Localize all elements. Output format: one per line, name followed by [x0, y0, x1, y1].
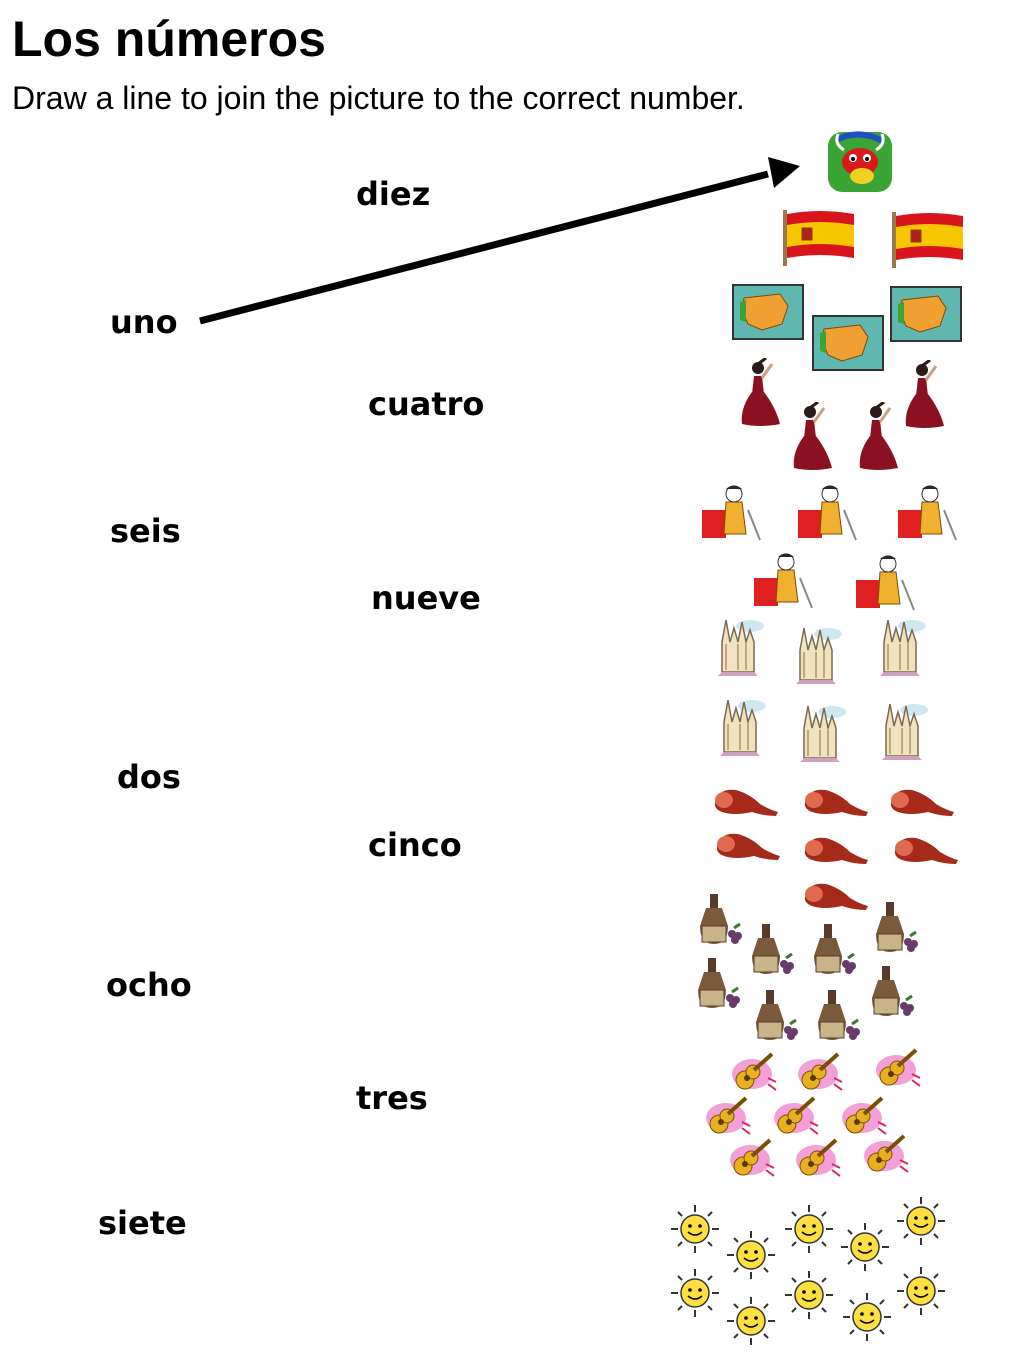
sun-icon[interactable]	[726, 1296, 776, 1346]
sun-icon[interactable]	[896, 1196, 946, 1246]
guitar-icon[interactable]	[728, 1136, 776, 1180]
sun-icon[interactable]	[670, 1268, 720, 1318]
word-nueve[interactable]: nueve	[371, 579, 481, 617]
sagrada-familia-icon[interactable]	[714, 694, 770, 758]
word-siete[interactable]: siete	[98, 1204, 187, 1242]
bullfighter-icon[interactable]	[750, 550, 818, 614]
sagrada-familia-icon[interactable]	[794, 700, 850, 764]
spanish-flag-icon[interactable]	[888, 210, 968, 270]
instructions: Draw a line to join the picture to the c…	[12, 80, 745, 116]
guitar-icon[interactable]	[862, 1132, 910, 1176]
guitar-icon[interactable]	[794, 1136, 842, 1180]
word-seis[interactable]: seis	[110, 512, 181, 550]
wine-bottle-icon[interactable]	[698, 892, 748, 948]
bullfighter-icon[interactable]	[852, 552, 920, 616]
word-uno[interactable]: uno	[110, 303, 178, 341]
bullfighter-icon[interactable]	[698, 482, 766, 546]
ham-icon[interactable]	[800, 880, 870, 914]
sun-icon[interactable]	[726, 1230, 776, 1280]
wine-bottle-icon[interactable]	[874, 900, 924, 956]
word-diez[interactable]: diez	[356, 175, 431, 213]
sagrada-familia-icon[interactable]	[874, 614, 930, 678]
ham-icon[interactable]	[890, 834, 960, 868]
flamenco-dancer-icon[interactable]	[788, 402, 836, 472]
guitar-icon[interactable]	[796, 1050, 844, 1094]
word-ocho[interactable]: ocho	[106, 966, 192, 1004]
wine-bottle-icon[interactable]	[696, 956, 746, 1012]
map-of-spain-icon[interactable]	[732, 284, 804, 340]
bull-icon[interactable]	[826, 130, 894, 194]
sun-icon[interactable]	[670, 1204, 720, 1254]
word-cuatro[interactable]: cuatro	[368, 385, 485, 423]
word-tres[interactable]: tres	[356, 1079, 428, 1117]
wine-bottle-icon[interactable]	[816, 988, 866, 1044]
sun-icon[interactable]	[842, 1292, 892, 1342]
ham-icon[interactable]	[800, 834, 870, 868]
word-cinco[interactable]: cinco	[368, 826, 462, 864]
sun-icon[interactable]	[784, 1204, 834, 1254]
sun-icon[interactable]	[896, 1266, 946, 1316]
ham-icon[interactable]	[800, 786, 870, 820]
guitar-icon[interactable]	[772, 1094, 820, 1138]
flamenco-dancer-icon[interactable]	[736, 358, 784, 428]
bullfighter-icon[interactable]	[894, 482, 962, 546]
guitar-icon[interactable]	[874, 1046, 922, 1090]
wine-bottle-icon[interactable]	[750, 922, 800, 978]
map-of-spain-icon[interactable]	[812, 315, 884, 371]
sagrada-familia-icon[interactable]	[876, 698, 932, 762]
guitar-icon[interactable]	[730, 1050, 778, 1094]
ham-icon[interactable]	[712, 830, 782, 864]
sun-icon[interactable]	[784, 1270, 834, 1320]
flamenco-dancer-icon[interactable]	[854, 402, 902, 472]
wine-bottle-icon[interactable]	[812, 922, 862, 978]
spanish-flag-icon[interactable]	[780, 208, 858, 268]
guitar-icon[interactable]	[704, 1094, 752, 1138]
bullfighter-icon[interactable]	[794, 482, 862, 546]
ham-icon[interactable]	[886, 786, 956, 820]
sagrada-familia-icon[interactable]	[790, 622, 846, 686]
sun-icon[interactable]	[840, 1222, 890, 1272]
word-dos[interactable]: dos	[117, 758, 181, 796]
wine-bottle-icon[interactable]	[754, 988, 804, 1044]
wine-bottle-icon[interactable]	[870, 964, 920, 1020]
guitar-icon[interactable]	[840, 1094, 888, 1138]
map-of-spain-icon[interactable]	[890, 286, 962, 342]
flamenco-dancer-icon[interactable]	[900, 360, 948, 430]
sagrada-familia-icon[interactable]	[712, 614, 768, 678]
ham-icon[interactable]	[710, 786, 780, 820]
page-title: Los números	[12, 11, 326, 67]
